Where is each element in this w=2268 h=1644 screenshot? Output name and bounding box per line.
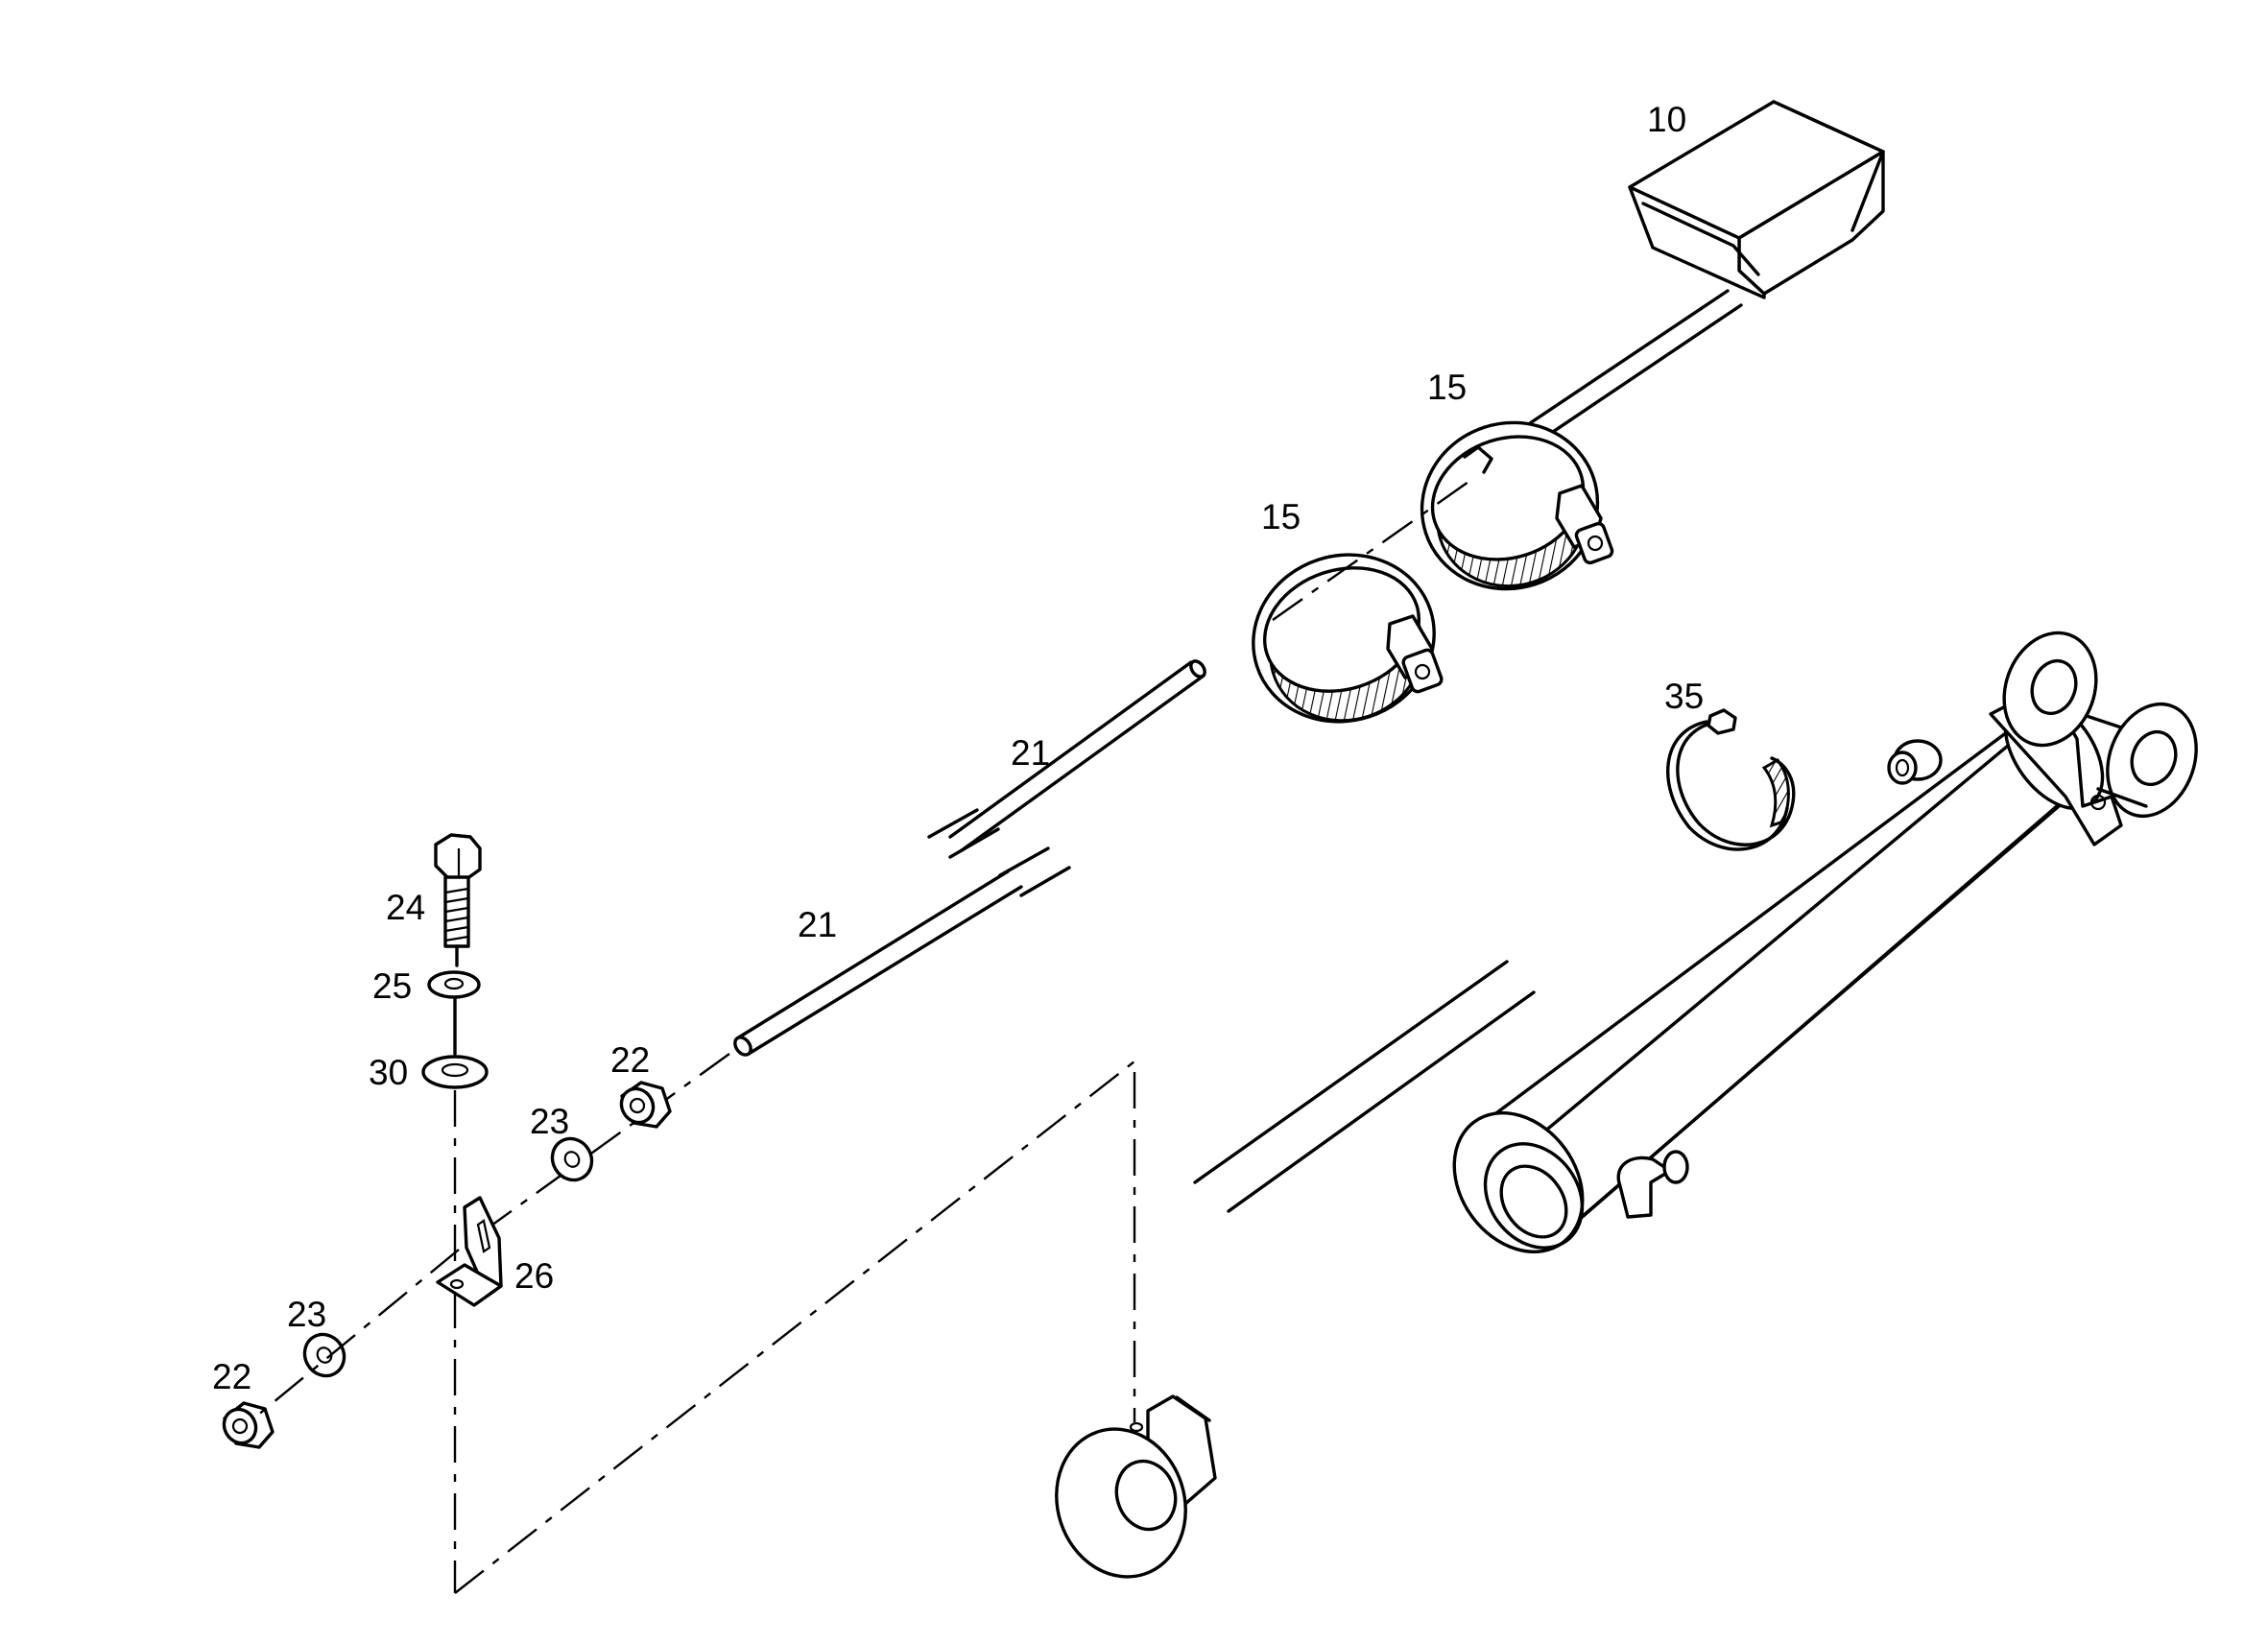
washer-lower — [302, 1332, 346, 1378]
angle-bracket — [436, 1196, 503, 1307]
band-strap — [1666, 708, 1796, 851]
hydraulic-cylinder — [1055, 631, 2198, 1579]
sensor-housing — [1628, 100, 1885, 299]
callout-25: 25 — [372, 966, 412, 1006]
callout-35: 35 — [1664, 677, 1704, 716]
hose-clamp-lower — [1252, 553, 1444, 724]
clamp-axis-line — [1272, 481, 1469, 621]
callout-30: 30 — [369, 1053, 408, 1092]
callout-15-lower: 15 — [1261, 497, 1301, 536]
washer-upper — [550, 1136, 594, 1182]
bolt — [434, 833, 482, 967]
callout-23-lower: 23 — [287, 1295, 326, 1334]
nut-lower — [222, 1401, 275, 1449]
callout-23-upper: 23 — [530, 1102, 569, 1141]
hose-clamp-upper — [1420, 420, 1614, 591]
callout-26: 26 — [514, 1256, 554, 1296]
callout-10: 10 — [1647, 100, 1686, 139]
sensor-cable — [1528, 289, 1743, 441]
lower-axis-line — [251, 1249, 460, 1421]
callout-21-lower: 21 — [798, 905, 837, 944]
callout-22-upper: 22 — [610, 1040, 650, 1080]
callout-24: 24 — [386, 888, 425, 927]
rod-axis-line — [460, 1053, 730, 1249]
callout-21-upper: 21 — [1011, 733, 1050, 773]
callout-15-upper: 15 — [1427, 368, 1467, 407]
washer-large — [421, 1055, 489, 1089]
washer-small — [427, 970, 481, 999]
nut-upper — [619, 1081, 672, 1129]
mounting-reference-line — [454, 1059, 1136, 1594]
callout-22-lower: 22 — [212, 1357, 251, 1396]
guide-rod — [733, 659, 1206, 1057]
